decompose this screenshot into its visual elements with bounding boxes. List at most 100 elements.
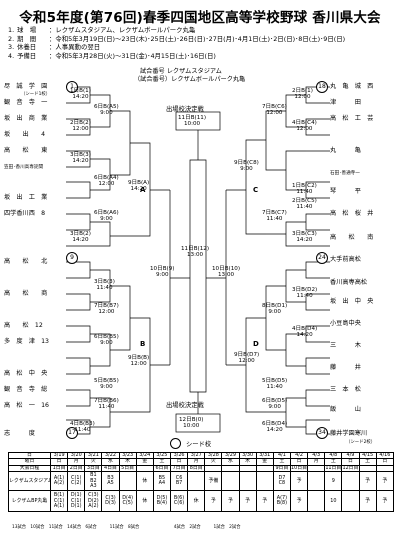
seed-note: （シード2校） xyxy=(346,440,376,445)
info-line: 4.予備日：令和5年3月28日(火)～31日(金)･4月15日(土)･16日(日… xyxy=(8,51,216,60)
info-num: 4. xyxy=(8,51,15,60)
game-label: 10日B(9)9:00 xyxy=(150,266,175,279)
game-label: 6日B(A5)9:00 xyxy=(94,104,119,117)
team-name: 津 田 xyxy=(330,99,361,106)
seed-marker: 17 xyxy=(66,427,78,439)
team-name: 大手前高松 xyxy=(330,256,361,263)
game-label: 10日B(10)13:00 xyxy=(212,266,241,279)
seed-marker: 34 xyxy=(316,427,328,439)
team-name: 三 木 xyxy=(330,342,361,349)
third-title: 出場校決定戦 xyxy=(166,402,204,409)
seed-marker: 24 xyxy=(316,252,328,264)
team-name: 小豆島中央 xyxy=(330,320,361,327)
team-name: 高 松 工 芸 xyxy=(330,115,374,122)
block-label-b: B xyxy=(140,340,146,348)
info-value: 令和5年3月28日(火)～31日(金)･4月15日(土)･16日(日) xyxy=(55,51,216,60)
game-label: 9日B(C8)9:00 xyxy=(234,160,259,173)
team-name: 観 音 寺 一 xyxy=(4,99,48,106)
game-label: 9日B(D7)12:00 xyxy=(234,352,260,365)
team-name: 高 松 北 xyxy=(4,258,48,265)
team-name: 志 度 xyxy=(4,430,35,437)
seed-marker: 18 xyxy=(316,81,328,93)
seed-marker: 1 xyxy=(66,81,78,93)
team-name: 坂 出 中 央 xyxy=(330,298,374,305)
game-label: 7日B(B6)11:40 xyxy=(94,398,119,411)
game-label: 9日B(A)14:20 xyxy=(128,180,150,193)
team-name: 高 松 桜 井 xyxy=(330,210,374,217)
team-name: 高 松 中 央 xyxy=(4,370,48,377)
venue-legend-1: 試合番号 レクザムスタジアム xyxy=(140,68,222,75)
info-num: 2. xyxy=(8,34,15,43)
team-name: 香川高専高松 xyxy=(330,279,368,286)
info-value: 令和5年3月19日(日)～23日(木)･25日(土)･26日(日)･27日(月)… xyxy=(55,34,346,43)
game-label: 6日B(D5)9:00 xyxy=(262,398,288,411)
info-key: 期 間 xyxy=(17,34,37,43)
team-name: 尽 誠 学 園 xyxy=(4,83,48,90)
team-name: 高 松 商 xyxy=(4,290,48,297)
game-label: 3日B(3)11:40 xyxy=(94,279,115,292)
info-key: 休養日 xyxy=(17,43,37,52)
seed-legend-icon xyxy=(170,438,181,449)
final-title: 出場校決定戦 xyxy=(166,106,204,113)
game-label: 2日B(C5)11:40 xyxy=(292,198,317,211)
info-key: 球 場 xyxy=(17,26,37,34)
game-label: 11日B(12)13:00 xyxy=(181,246,210,259)
info-key: 予備日 xyxy=(17,51,37,60)
info-line: 2.期 間：令和5年3月19日(日)～23日(木)･25日(土)･26日(日)･… xyxy=(8,34,346,43)
game-label: 4日B(D4)14:20 xyxy=(292,326,318,339)
game-label: 6日B(D4)14:20 xyxy=(262,421,288,434)
schedule-footnote: 13試合 10試合 11試合 14試合 6試合 11試合 8試合 4試合 2試合… xyxy=(12,525,241,530)
team-name: 坂 出 4 xyxy=(4,131,46,138)
game-label: 6日B(B5)9:00 xyxy=(94,334,119,347)
game-label: 3日B(D2)11:40 xyxy=(292,287,318,300)
seed-note: （シード1校） xyxy=(21,92,51,97)
game-label: 2日B(2)12:00 xyxy=(70,120,91,133)
game-label: 4日B(C4)12:00 xyxy=(292,120,317,133)
team-name: 坂 出 工 業 xyxy=(4,194,48,201)
team-name: 丸 亀 城 西 xyxy=(330,83,374,90)
team-name: 石田･善通寺一 xyxy=(330,171,360,176)
game-label: 7日B(B7)12:00 xyxy=(94,303,119,316)
game-label: 7日B(C7)11:40 xyxy=(262,210,287,223)
game-label: 12日B(0)10:00 xyxy=(179,417,204,430)
team-name: 飯 山 xyxy=(330,406,361,413)
game-label: 6日B(A4)12:00 xyxy=(94,175,119,188)
game-label: 9日B(B)12:00 xyxy=(128,355,150,368)
game-label: 4日B(B3)11:40 xyxy=(70,421,95,434)
venue-legend-2: （試合番号）レクザムボールパーク丸亀 xyxy=(134,76,246,83)
game-label: 5日B(D5)11:40 xyxy=(262,378,288,391)
team-name: 三 本 松 xyxy=(330,386,361,393)
schedule-row-weekday: 曜日日月火水木金土日月火水木金土日月土日土日 xyxy=(8,458,395,466)
info-line: 3.休養日：人事異動の翌日 xyxy=(8,43,101,52)
info-value: レクザムスタジアム、レクザムボールパーク丸亀 xyxy=(55,26,196,34)
team-name: 多 度 津 13 xyxy=(4,338,49,345)
team-name: 高 松 南 xyxy=(330,234,374,241)
team-name: 笠田･香川高専詫間 xyxy=(4,165,44,170)
team-name: 藤井学園寒川 xyxy=(330,430,368,437)
game-label: 3日B(3)14:20 xyxy=(70,152,91,165)
team-name: 四学香川西 8 xyxy=(4,210,46,217)
page-title: 令和5年度(第76回)春季四国地区高等学校野球 香川県大会 xyxy=(19,10,381,26)
game-label: 5日B(B5)9:00 xyxy=(94,378,119,391)
block-label-d: D xyxy=(253,340,259,348)
game-label: 7日B(C6)12:00 xyxy=(262,104,287,117)
seed-marker: 9 xyxy=(66,252,78,264)
info-num: 1. xyxy=(8,26,15,34)
game-label: 3日B(C3)14:20 xyxy=(292,231,317,244)
game-label: 3日B(2)14:20 xyxy=(70,231,91,244)
block-label-a: A xyxy=(140,186,146,194)
team-name: 観 音 寺 総 xyxy=(4,386,48,393)
game-label: 11日B(11)10:00 xyxy=(178,115,207,128)
info-value: 人事異動の翌日 xyxy=(55,43,101,52)
info-line: 1.球 場：レクザムスタジアム、レクザムボールパーク丸亀 xyxy=(8,26,196,34)
team-name: 坂 出 商 業 xyxy=(4,115,48,122)
team-name: 丸 亀 xyxy=(330,147,361,154)
legend-label: シード校 xyxy=(186,441,212,448)
team-name: 琴 平 xyxy=(330,188,361,195)
